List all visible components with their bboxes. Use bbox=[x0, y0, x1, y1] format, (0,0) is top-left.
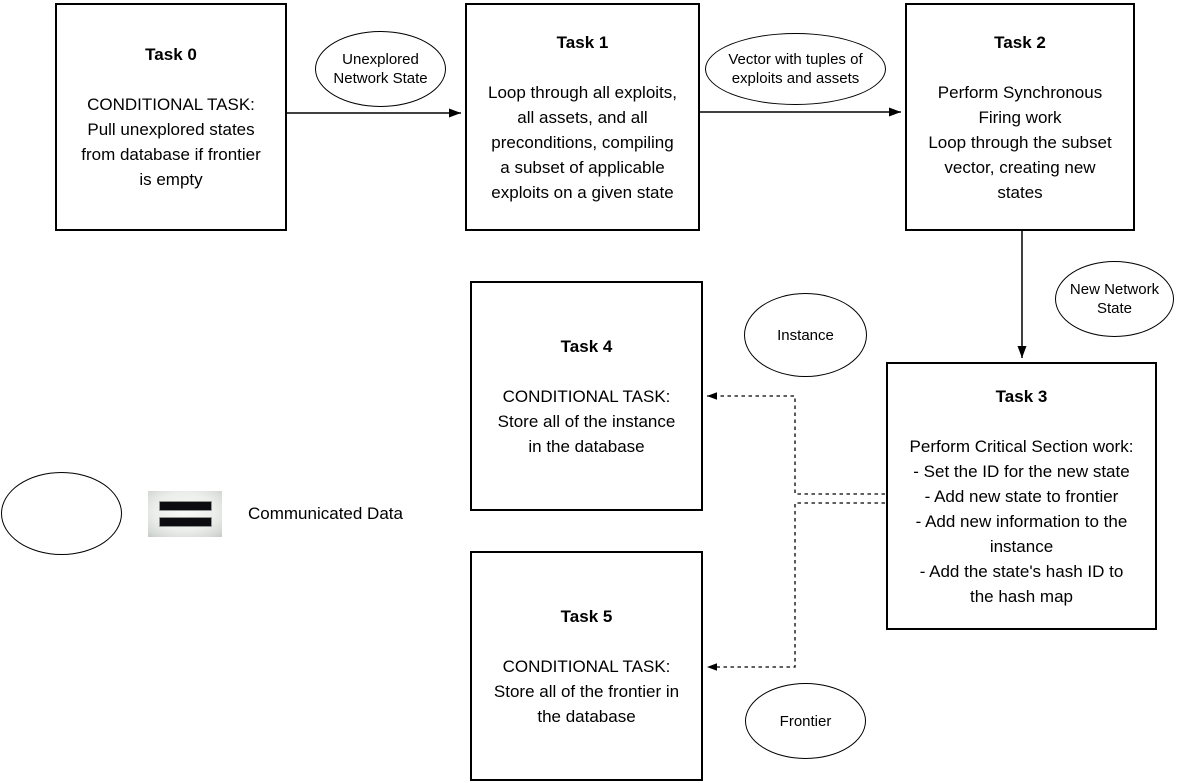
task-3-body: Perform Critical Section work: - Set the… bbox=[909, 436, 1134, 606]
task-2-title: Task 2 bbox=[994, 32, 1046, 52]
task-4-title: Task 4 bbox=[560, 336, 613, 356]
task-2-box: Task 2 Perform Synchronous Firing work L… bbox=[905, 3, 1135, 231]
data-ellipse-vector-of-exploit-asset-tuples: Vector with tuples of exploits and asset… bbox=[705, 33, 886, 105]
data-ellipse-instance: Instance bbox=[744, 293, 867, 377]
task-1-body: Loop through all exploits, all assets, a… bbox=[487, 82, 678, 202]
task-1-box: Task 1 Loop through all exploits, all as… bbox=[465, 3, 700, 231]
dashed-arrow-task3-to-task5 bbox=[707, 502, 885, 671]
task-1-title: Task 1 bbox=[556, 32, 609, 52]
legend-ellipse-symbol bbox=[1, 472, 122, 555]
task-4-body: CONDITIONAL TASK: Store all of the insta… bbox=[497, 386, 676, 456]
equals-icon-top-bar bbox=[158, 501, 212, 511]
data-ellipse-new-network-state: New Network State bbox=[1055, 261, 1174, 337]
task-5-body: CONDITIONAL TASK: Store all of the front… bbox=[493, 656, 680, 726]
equals-icon bbox=[148, 491, 222, 537]
task-2-body: Perform Synchronous Firing work Loop thr… bbox=[928, 82, 1112, 202]
task-5-title: Task 5 bbox=[560, 606, 613, 626]
task-0-title: Task 0 bbox=[145, 45, 197, 64]
task-5-box: Task 5 CONDITIONAL TASK: Store all of th… bbox=[470, 551, 703, 781]
task-4-box: Task 4 CONDITIONAL TASK: Store all of th… bbox=[470, 281, 703, 511]
task-3-box: Task 3 Perform Critical Section work: - … bbox=[886, 362, 1157, 630]
data-ellipse-frontier: Frontier bbox=[745, 683, 866, 759]
data-ellipse-unexplored-network-state: Unexplored Network State bbox=[315, 31, 446, 107]
task-3-title: Task 3 bbox=[995, 386, 1048, 406]
legend-label: Communicated Data bbox=[248, 504, 403, 523]
task-0-body: CONDITIONAL TASK: Pull unexplored states… bbox=[81, 95, 261, 189]
equals-icon-bottom-bar bbox=[158, 517, 212, 527]
dashed-arrow-task3-to-task4 bbox=[707, 392, 885, 495]
task-0-box: Task 0 CONDITIONAL TASK: Pull unexplored… bbox=[55, 3, 287, 231]
